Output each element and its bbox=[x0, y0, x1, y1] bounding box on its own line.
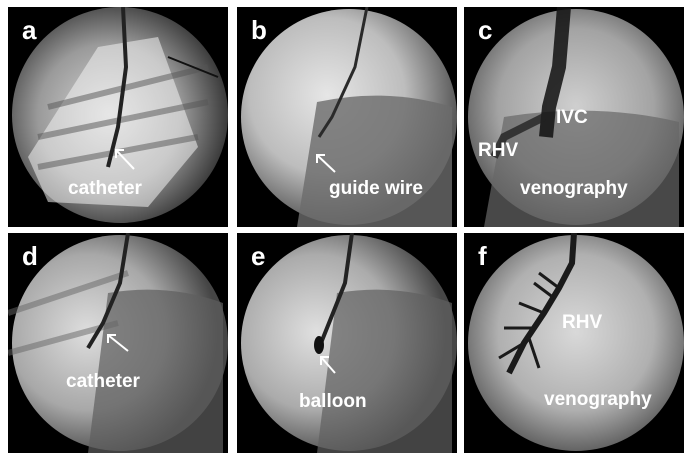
panel-c-label-venography: venography bbox=[520, 178, 628, 199]
panel-a-label-catheter: catheter bbox=[68, 178, 142, 199]
panel-f-label-venography: venography bbox=[544, 389, 652, 410]
panel-f: f RHV venography bbox=[464, 233, 684, 453]
panel-e-label-balloon: balloon bbox=[299, 391, 367, 412]
panel-c-letter: c bbox=[478, 15, 493, 45]
panel-e-letter: e bbox=[251, 241, 266, 271]
panel-e-xray-image bbox=[237, 233, 457, 453]
panel-a: a catheter bbox=[8, 7, 228, 227]
panel-c: c IVC RHV venography bbox=[464, 7, 684, 227]
panel-d: d catheter bbox=[8, 233, 228, 453]
panel-c-label-ivc: IVC bbox=[556, 107, 588, 128]
panel-b-label-guide-wire: guide wire bbox=[329, 178, 423, 199]
panel-c-label-rhv: RHV bbox=[478, 140, 519, 161]
panel-b-xray-image bbox=[237, 7, 457, 227]
panel-b: b guide wire bbox=[237, 7, 457, 227]
panel-b-letter: b bbox=[251, 15, 267, 45]
panel-f-letter: f bbox=[478, 241, 487, 271]
panel-d-letter: d bbox=[22, 241, 38, 271]
panel-c-xray-image bbox=[464, 7, 684, 227]
panel-e: e balloon bbox=[237, 233, 457, 453]
panel-a-letter: a bbox=[22, 15, 37, 45]
panel-d-xray-image bbox=[8, 233, 228, 453]
panel-f-xray-image bbox=[464, 233, 684, 453]
panel-f-label-rhv: RHV bbox=[562, 312, 603, 333]
panel-a-xray-image bbox=[8, 7, 228, 227]
panel-d-label-catheter: catheter bbox=[66, 371, 140, 392]
